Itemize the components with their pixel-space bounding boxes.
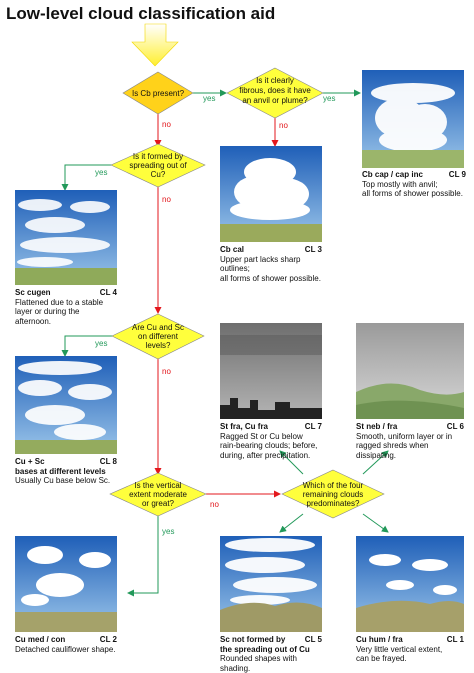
cloud-code-number: CL 6	[446, 422, 464, 431]
caption-cu-med: Cu med / con CL 2 Detached cauliflower sh…	[15, 635, 117, 654]
cloud-code-number: CL 2	[99, 635, 117, 644]
svg-text:Is it formed by: Is it formed by	[133, 152, 183, 161]
photo-cb-cap	[362, 70, 464, 168]
svg-text:Is it clearly: Is it clearly	[256, 76, 294, 85]
cloud-code-number: CL 3	[304, 245, 322, 254]
photo-st-fra	[220, 323, 322, 419]
svg-text:Is the vertical: Is the vertical	[134, 481, 181, 490]
arrow-four-cuhum	[362, 513, 389, 533]
svg-text:Which of the four: Which of the four	[303, 481, 364, 490]
label-yes: yes	[95, 339, 107, 348]
label-yes: yes	[95, 168, 107, 177]
decision-four-remaining: Which of the four remaining clouds predo…	[281, 469, 385, 519]
cloud-code-number: CL 8	[99, 457, 117, 466]
cloud-description: can be frayed.	[356, 654, 407, 663]
cloud-code-number: CL 5	[304, 635, 322, 644]
svg-text:extent moderate: extent moderate	[129, 490, 187, 499]
label-yes: yes	[162, 527, 174, 536]
start-arrow	[131, 23, 179, 67]
photo-sc-cugen	[15, 190, 117, 285]
decision-vertical-extent: Is the vertical extent moderate or great…	[109, 472, 207, 517]
cloud-description: layer or during the afternoon.	[15, 307, 80, 326]
arrow-spreading-yes	[61, 164, 113, 191]
cloud-name: Cu med / con	[15, 635, 66, 644]
svg-text:fibrous, does it have: fibrous, does it have	[239, 86, 311, 95]
cloud-name: Sc cugen	[15, 288, 51, 297]
cloud-description: Top mostly with anvil;	[362, 179, 438, 189]
page-title: Low-level cloud classification aid	[6, 4, 276, 23]
photo-cb-cal	[220, 146, 322, 242]
cloud-name: St neb / fra	[356, 422, 398, 431]
svg-text:remaining clouds: remaining clouds	[303, 490, 363, 499]
cloud-name: St fra, Cu fra	[220, 422, 269, 431]
photo-cu-med	[15, 536, 117, 632]
cloud-name: the spreading out of Cu	[220, 644, 310, 654]
svg-text:Are Cu and Sc: Are Cu and Sc	[132, 323, 184, 332]
decision-cb-present: Is Cb present?	[122, 71, 194, 115]
caption-cu-hum: Cu hum / fra CL 1 Very little vertical ex…	[356, 635, 464, 664]
cloud-description: Flattened due to a stable	[15, 297, 104, 307]
photo-cu-sc	[15, 356, 117, 454]
cloud-code-number: CL 9	[448, 170, 466, 179]
arrow-levels-yes	[61, 335, 113, 357]
arrow-extent-yes	[127, 516, 159, 597]
cloud-description: Upper part lacks sharp outlines;	[220, 254, 301, 274]
cloud-description: Smooth, uniform layer or in	[356, 431, 453, 441]
cloud-description: Ragged St or Cu below	[220, 431, 303, 441]
svg-text:Cu?: Cu?	[151, 170, 166, 179]
photo-sc-not	[220, 536, 322, 632]
arrow-four-stfra	[279, 450, 304, 475]
cloud-description: Rounded shapes with shading.	[220, 654, 297, 673]
svg-text:predominates?: predominates?	[307, 499, 360, 508]
cloud-description: Usually Cu base below Sc.	[15, 476, 111, 485]
arrow-four-stneb	[362, 450, 389, 475]
svg-text:levels?: levels?	[146, 341, 171, 350]
svg-text:Is Cb present?: Is Cb present?	[132, 89, 185, 98]
cloud-description: all forms of shower possible.	[220, 273, 321, 283]
label-no: no	[279, 121, 288, 130]
label-yes: yes	[203, 94, 215, 103]
caption-cb-cal: Cb cal CL 3 Upper part lacks sharp outlin…	[220, 245, 322, 283]
cloud-name: Cu + Sc	[15, 457, 45, 466]
decision-spreading: Is it formed by spreading out of Cu?	[110, 143, 206, 188]
decision-different-levels: Are Cu and Sc on different levels?	[111, 313, 205, 360]
svg-text:on different: on different	[138, 332, 179, 341]
cloud-description: dissipating.	[356, 450, 397, 460]
decision-fibrous: Is it clearly fibrous, does it have an a…	[226, 67, 324, 119]
cloud-description: rain-bearing clouds; before,	[220, 441, 318, 450]
label-no: no	[210, 500, 219, 509]
photo-cu-hum	[356, 536, 464, 632]
cloud-description: during, after precipitation.	[220, 450, 311, 460]
caption-sc-not: Sc not formed by CL 5 the spreading out o…	[220, 635, 322, 673]
arrow-four-scnot	[279, 513, 304, 533]
svg-text:an anvil or plume?: an anvil or plume?	[242, 96, 308, 105]
cloud-code-number: CL 7	[304, 422, 322, 431]
cloud-name: Cb cap / cap inc	[362, 170, 423, 179]
cloud-name: Cb cal	[220, 245, 245, 254]
caption-st-fra: St fra, Cu fra CL 7 Ragged St or Cu below…	[220, 422, 322, 460]
cloud-name: bases at different levels	[15, 466, 106, 476]
photo-st-neb	[356, 323, 464, 419]
cloud-name: Sc not formed by	[220, 635, 286, 644]
svg-text:or great?: or great?	[142, 499, 175, 508]
cloud-name: Cu hum / fra	[356, 635, 403, 644]
label-no: no	[162, 120, 171, 129]
cloud-description: all forms of shower possible.	[362, 189, 463, 198]
cloud-description: ragged shreds when	[356, 441, 429, 450]
cloud-code-number: CL 4	[99, 288, 117, 297]
caption-cb-cap: Cb cap / cap inc CL 9 Top mostly with anv…	[362, 170, 466, 199]
label-no: no	[162, 195, 171, 204]
caption-st-neb: St neb / fra CL 6 Smooth, uniform layer o…	[356, 422, 464, 460]
cloud-description: Detached cauliflower shape.	[15, 644, 116, 654]
svg-text:spreading out of: spreading out of	[129, 161, 187, 170]
label-yes: yes	[323, 94, 335, 103]
cloud-code-number: CL 1	[446, 635, 464, 644]
cloud-description: Very little vertical extent,	[356, 644, 443, 654]
label-no: no	[162, 367, 171, 376]
